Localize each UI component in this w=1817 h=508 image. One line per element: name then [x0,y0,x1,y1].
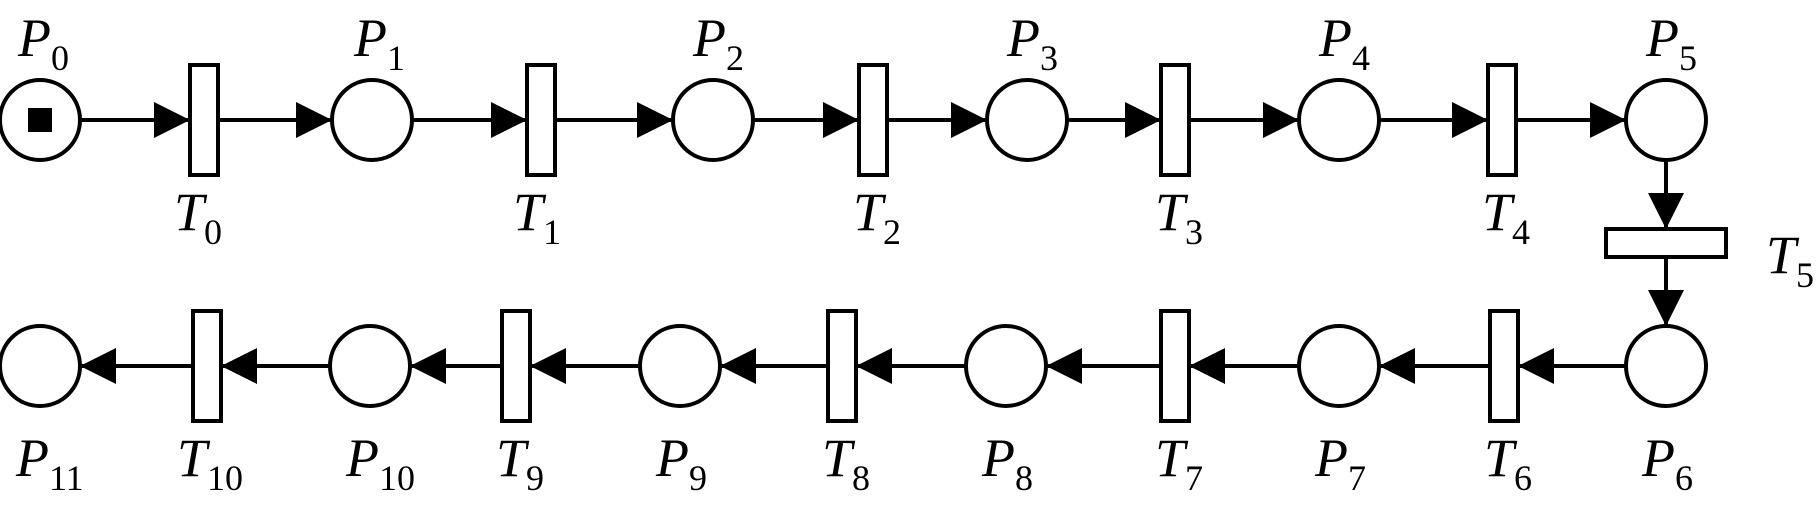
arc-T10-P11-head [80,348,116,384]
arc-P8-T8-head [856,348,892,384]
arc-P0-T0-head [154,102,190,138]
transition-T0 [188,63,220,177]
transition-label-T9: T9 [496,428,544,498]
transition-label-T5: T5 [1766,225,1814,295]
transition-label-T2: T2 [853,182,901,252]
token-P0 [28,108,52,132]
transition-label-T1: T1 [513,182,561,252]
transition-label-T8: T8 [822,428,870,498]
transition-T8 [826,309,858,423]
arc-P5-T5-head [1648,193,1684,229]
transition-T7 [1159,309,1191,423]
transition-label-T3: T3 [1155,182,1203,252]
transition-label-T6: T6 [1484,428,1532,498]
place-P5 [1624,78,1708,162]
place-label-P2: P2 [692,8,744,78]
arc-T2-P3-head [951,102,987,138]
transition-T10 [191,309,223,423]
place-P9 [638,324,722,408]
place-label-P4: P4 [1318,8,1370,78]
place-P10 [328,324,412,408]
transition-label-T7: T7 [1155,428,1203,498]
place-label-P7: P7 [1314,428,1366,498]
arc-P7-T7-head [1189,348,1225,384]
transition-T9 [500,309,532,423]
place-label-P9: P9 [655,428,707,498]
arc-T6-P7-head [1379,348,1415,384]
arc-T4-P5-head [1590,102,1626,138]
place-P8 [964,324,1048,408]
transition-label-T0: T0 [174,182,222,252]
place-label-P1: P1 [353,8,405,78]
place-label-P11: P11 [15,428,84,498]
place-label-P3: P3 [1006,8,1058,78]
place-P11 [0,324,82,408]
arc-P4-T4-head [1452,102,1488,138]
place-P6 [1624,324,1708,408]
transition-label-T4: T4 [1482,182,1530,252]
arc-T7-P8-head [1046,348,1082,384]
place-P7 [1297,324,1381,408]
place-P4 [1297,78,1381,162]
arc-P2-T2-head [823,102,859,138]
arc-P9-T9-head [530,348,566,384]
transition-T3 [1159,63,1191,177]
transition-label-T10: T10 [177,428,243,498]
arc-T8-P9-head [720,348,756,384]
place-P1 [330,78,414,162]
arc-P6-T6-head [1518,348,1554,384]
transition-T2 [857,63,889,177]
place-P2 [671,78,755,162]
place-label-P8: P8 [981,428,1033,498]
place-P3 [985,78,1069,162]
arc-T3-P4-head [1263,102,1299,138]
arc-T1-P2-head [637,102,673,138]
transition-T6 [1488,309,1520,423]
arc-T0-P1-head [296,102,332,138]
arc-P1-T1-head [491,102,527,138]
arc-P3-T3-head [1125,102,1161,138]
place-label-P0: P0 [17,8,69,78]
arc-T9-P10-head [410,348,446,384]
place-label-P5: P5 [1645,8,1697,78]
transition-T4 [1486,63,1518,177]
place-label-P6: P6 [1641,428,1693,498]
arc-T5-P6-head [1648,290,1684,326]
arc-P10-T10-head [221,348,257,384]
transition-T5 [1604,227,1728,259]
transition-T1 [525,63,557,177]
place-label-P10: P10 [345,428,415,498]
